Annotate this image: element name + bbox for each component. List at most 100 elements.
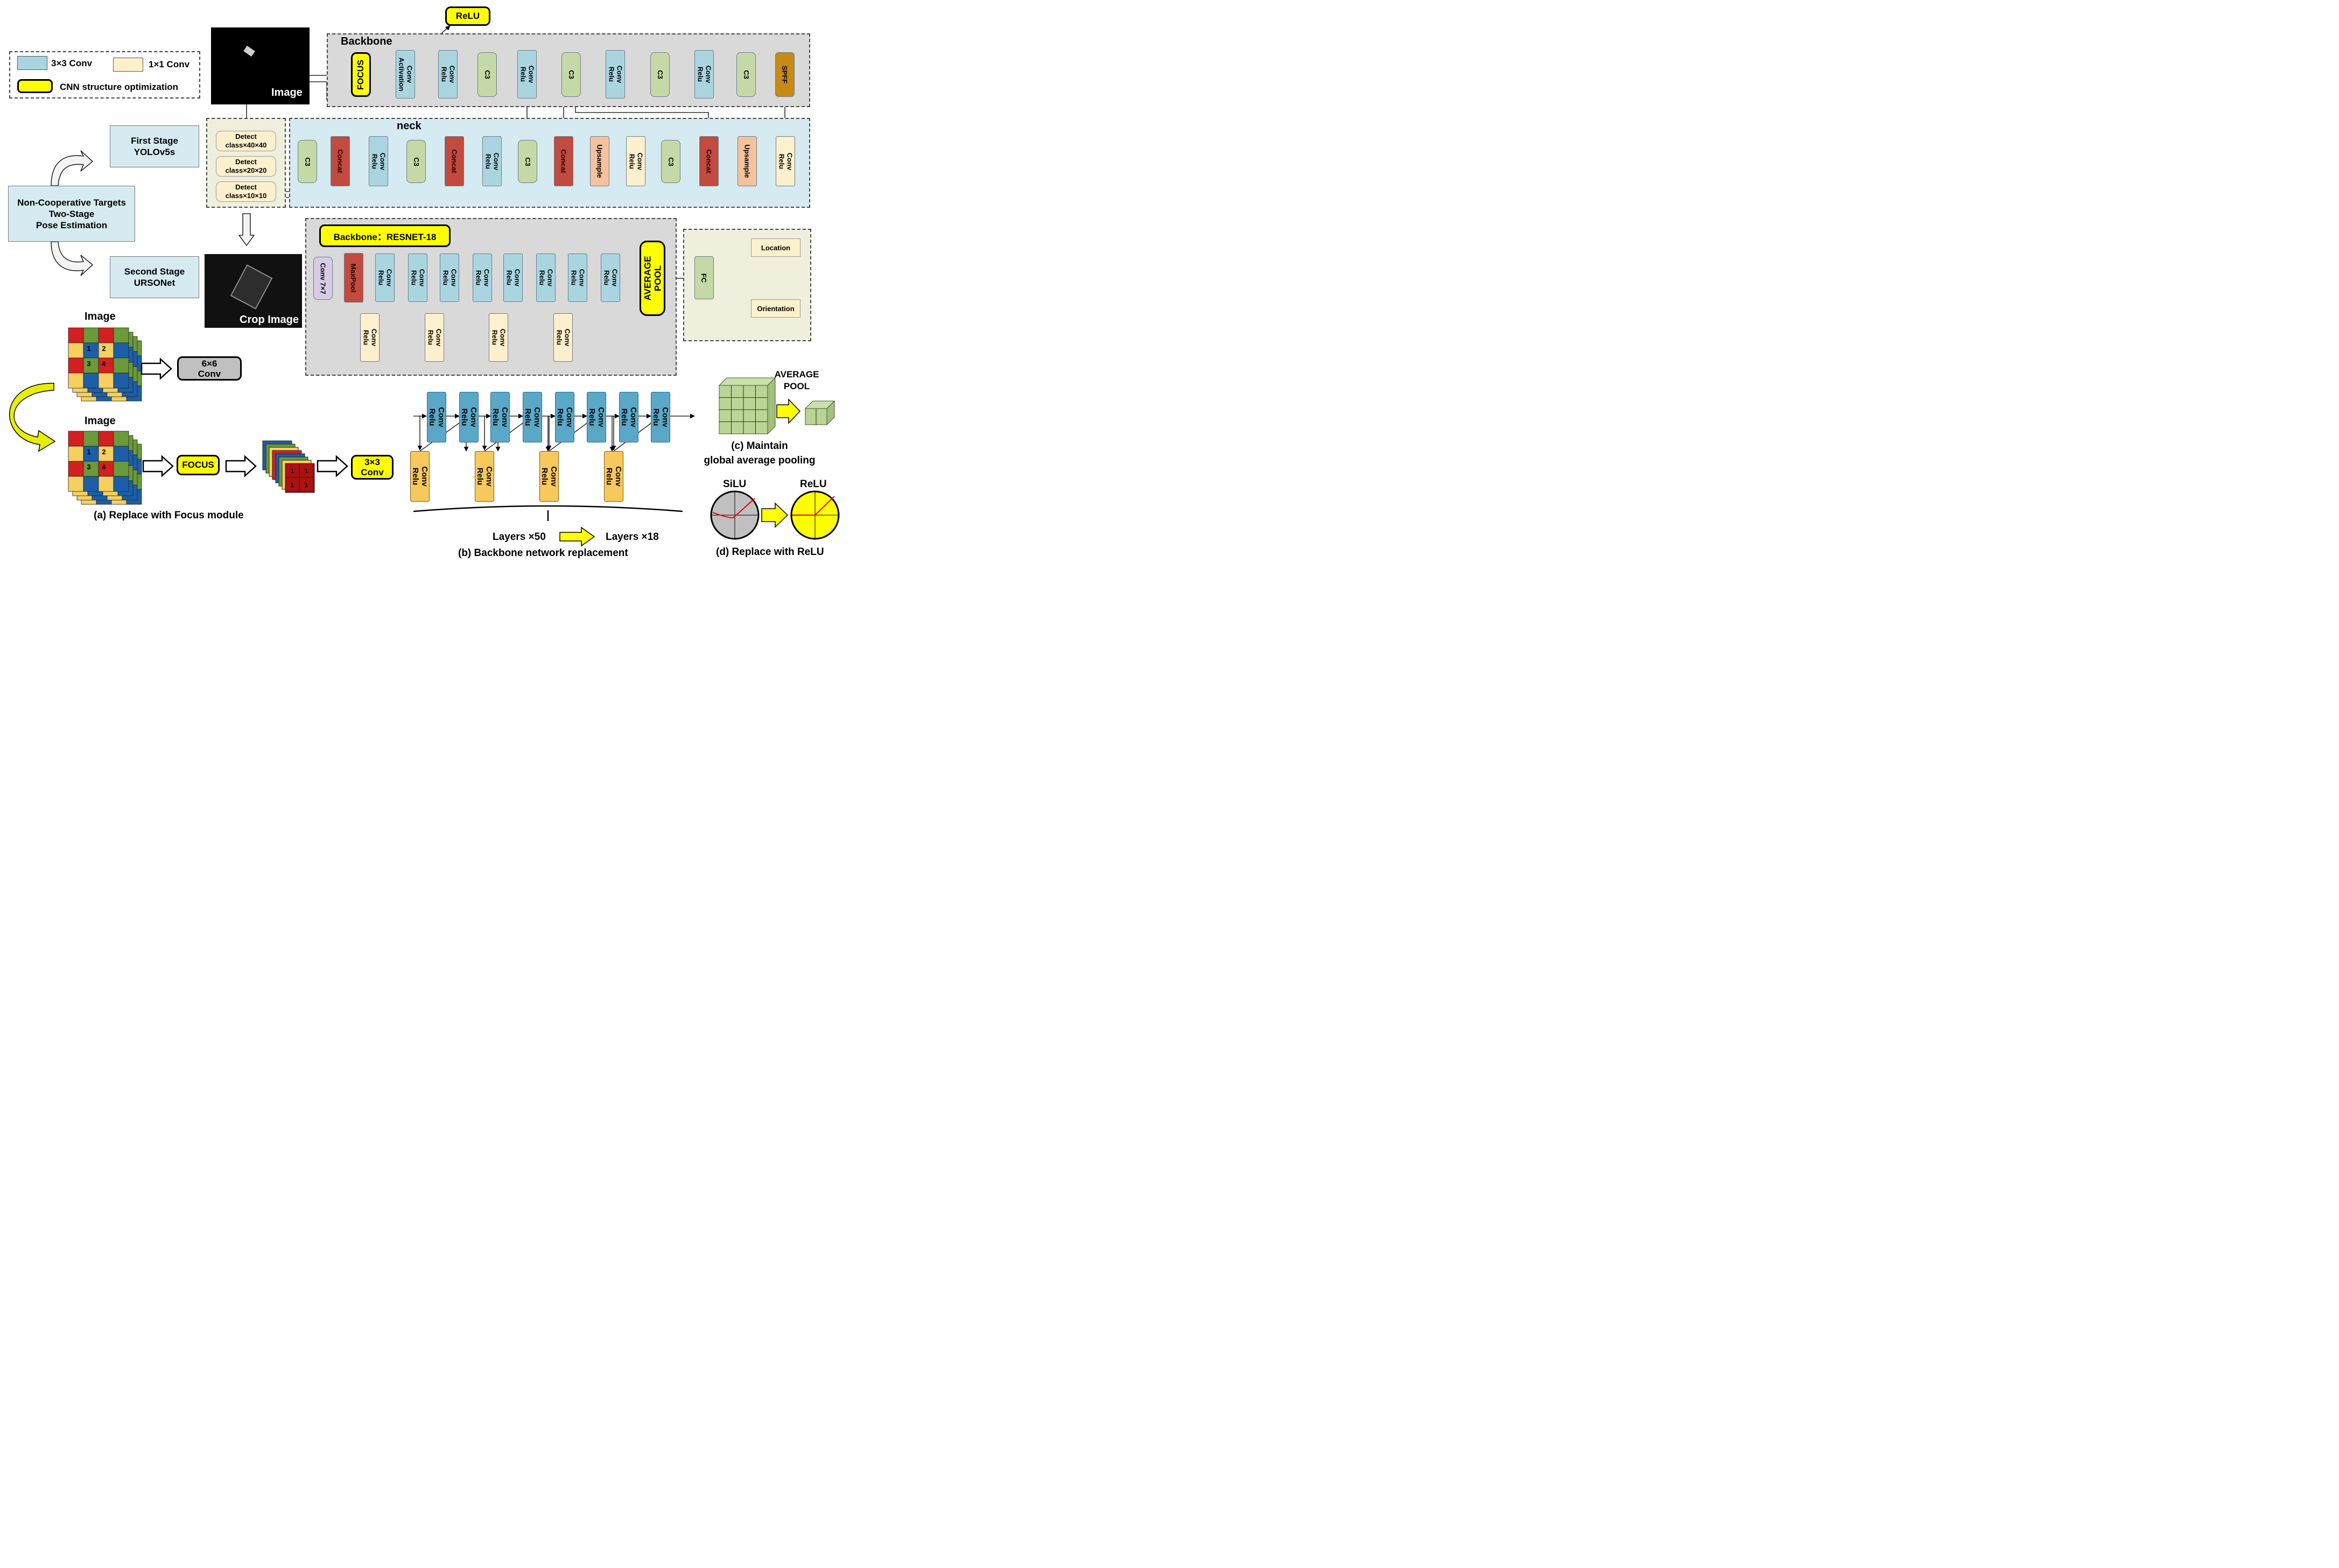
backbone-c3-3-label: C3 xyxy=(656,70,664,79)
backbone-conv-2-label: Conv Relu xyxy=(519,65,535,83)
focus-grid-bottom-cell xyxy=(98,446,114,462)
resnet-conv-2-label: Conv Relu xyxy=(410,269,426,287)
focus-box: FOCUS xyxy=(177,455,220,475)
focus-grid-bottom-cell xyxy=(113,476,129,492)
replacement-conv-bottom-label: Conv Relu xyxy=(540,466,558,487)
replacement-conv-top-label: Conv Relu xyxy=(587,407,606,427)
focus-grid-top-cell xyxy=(113,372,129,389)
neck-conv-1-label: Conv Relu xyxy=(370,152,387,170)
replacement-conv-top: Conv Relu xyxy=(427,392,446,442)
grid-to-focus-arrow xyxy=(142,455,174,477)
focus-grid-bottom-cell xyxy=(83,476,99,492)
crop-image-label: Crop Image xyxy=(240,314,299,326)
resnet-skip-conv-4-label: Conv Relu xyxy=(555,328,571,347)
neck-panel xyxy=(289,118,810,208)
focus-grid-bottom-cell xyxy=(83,446,99,462)
resnet-skip-conv-2: Conv Relu xyxy=(425,313,444,362)
focus-block-label: FOCUS xyxy=(356,59,366,90)
neck-conv-2: Conv Relu xyxy=(482,136,502,186)
relu-curve xyxy=(792,496,835,516)
input-image xyxy=(211,27,310,104)
replacement-conv-top: Conv Relu xyxy=(587,392,606,442)
focus-to-slices-arrow xyxy=(225,455,257,477)
focus-grid-bottom-cell xyxy=(68,461,84,477)
legend-conv3-swatch xyxy=(17,56,47,70)
detect-40: Detect class×40×40 xyxy=(216,131,276,151)
grid-to-conv6-arrow xyxy=(141,357,172,380)
resnet-conv-1-label: Conv Relu xyxy=(377,269,393,287)
neck-c3-4-label: C3 xyxy=(666,157,675,166)
b-brace xyxy=(413,505,683,512)
focus-grid-top-cell xyxy=(113,342,129,358)
focus-block: FOCUS xyxy=(351,52,371,97)
focus-grid-bottom-cell xyxy=(68,446,84,462)
replacement-conv-bottom-label: Conv Relu xyxy=(411,466,429,487)
silu-to-relu-arrow xyxy=(761,502,789,528)
resnet-skip-conv-4: Conv Relu xyxy=(553,313,573,362)
maxpool-label: MaxPool xyxy=(349,263,358,292)
backbone-conv-2: Conv Relu xyxy=(517,50,537,99)
replacement-conv-bottom-label: Conv Relu xyxy=(605,466,623,487)
focus-grid-bottom-number: 1 xyxy=(87,448,90,456)
layers-arrow xyxy=(559,526,595,547)
neck-concat-2: Concat xyxy=(445,136,464,186)
focus-grid-top-cell xyxy=(98,372,114,389)
backbone-title: Backbone xyxy=(341,36,392,47)
resnet-conv-1: Conv Relu xyxy=(375,254,395,302)
input-image-label: Image xyxy=(271,87,303,99)
neck-upsample-1: Upsample xyxy=(590,136,609,186)
resnet-conv-8: Conv Relu xyxy=(601,254,620,302)
pool-title: AVERAGE POOL xyxy=(774,369,819,391)
caption-c: (c) Maintain global average pooling xyxy=(704,440,816,466)
backbone-conv-4: Conv Relu xyxy=(694,50,714,99)
replacement-conv-bottom-label: Conv Relu xyxy=(475,466,494,487)
backbone-conv-1-label: Conv Relu xyxy=(440,65,456,83)
legend-optimization-label: CNN structure optimization xyxy=(60,82,179,92)
slice-front-cell xyxy=(299,477,314,492)
spff-label: SPFF xyxy=(781,65,789,84)
focus-grid-bottom-cell xyxy=(68,476,84,492)
to-first-stage-arrow xyxy=(51,150,93,186)
replacement-conv-top-label: Conv Relu xyxy=(523,407,542,427)
resnet-conv-7-label: Conv Relu xyxy=(570,269,586,287)
focus-grid-bottom-cell xyxy=(98,431,114,447)
neck-conv-3-label: Conv Relu xyxy=(628,152,644,170)
relu-label: ReLU xyxy=(800,479,827,490)
detect-to-crop-arrow xyxy=(238,213,255,247)
neck-concat-3: Concat xyxy=(554,136,573,186)
backbone-c3-3: C3 xyxy=(650,52,670,97)
replacement-conv-bottom: Conv Relu xyxy=(475,451,494,502)
focus-grid-bottom-number: 3 xyxy=(87,463,90,471)
focus-grid-top-cell xyxy=(113,357,129,374)
pool-arrow xyxy=(776,398,801,424)
backbone-c3-2: C3 xyxy=(561,52,581,97)
neck-c3-2-label: C3 xyxy=(412,157,420,166)
average-pool-block: AVERAGE POOL xyxy=(640,241,665,316)
neck-c3-1-label: C3 xyxy=(303,157,312,166)
conv6-box: 6×6 Conv xyxy=(177,356,242,381)
resnet-conv-2: Conv Relu xyxy=(408,254,427,302)
focus-grid-bottom-cell xyxy=(68,431,84,447)
replacement-conv-top-label: Conv Relu xyxy=(620,407,638,427)
backbone-c3-2-label: C3 xyxy=(567,70,575,79)
fc-block: FC xyxy=(694,256,714,299)
neck-concat-2-label: Concat xyxy=(450,149,459,173)
layers-to-label: Layers ×18 xyxy=(606,531,659,543)
neck-conv-3: Conv Relu xyxy=(626,136,645,186)
resnet-conv-5-label: Conv Relu xyxy=(505,269,521,287)
detect-10: Detect class×10×10 xyxy=(216,181,276,202)
slice-number: 1 xyxy=(305,467,308,475)
resnet-conv-3-label: Conv Relu xyxy=(441,269,458,287)
focus-image-bottom-label: Image xyxy=(85,415,116,427)
focus-grid-bottom-cell xyxy=(98,476,114,492)
detect-20: Detect class×20×20 xyxy=(216,156,276,177)
replacement-conv-bottom: Conv Relu xyxy=(410,451,430,502)
neck-c3-4: C3 xyxy=(661,140,680,183)
legend-optimization-swatch xyxy=(17,79,53,93)
resnet-conv-4: Conv Relu xyxy=(473,254,492,302)
replacement-conv-top: Conv Relu xyxy=(651,392,670,442)
neck-c3-1: C3 xyxy=(298,140,317,183)
neck-concat-1-label: Concat xyxy=(336,149,345,173)
focus-grid-top-cell xyxy=(113,327,129,343)
